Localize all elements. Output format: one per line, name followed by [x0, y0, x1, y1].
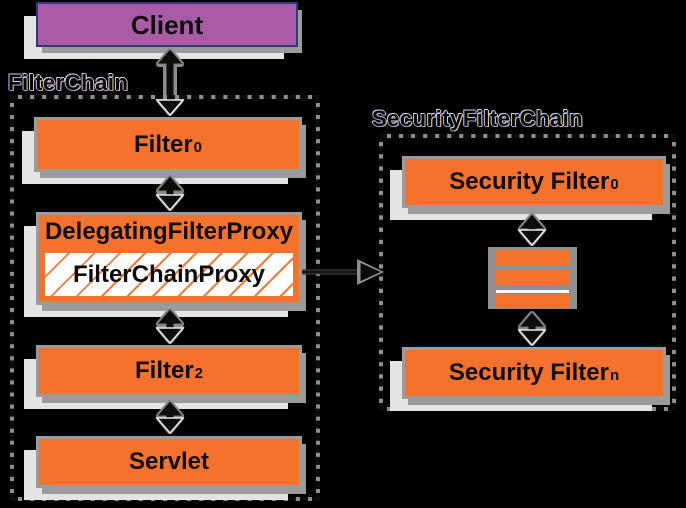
filter-chain-proxy-label: FilterChainProxy	[72, 260, 266, 288]
delegation-connector right-arrow-icon	[302, 259, 384, 285]
filter0-label: Filter	[133, 130, 193, 158]
filter2-label: Filter	[134, 357, 194, 384]
more-filters-stack stack-of-bars-icon	[488, 247, 577, 309]
delegating-filter-proxy-node: DelegatingFilterProxy FilterChainProxy	[36, 212, 302, 305]
servlet-label: Servlet	[128, 448, 210, 475]
client-node: Client	[36, 2, 298, 47]
filterchain-label: FilterChain	[8, 70, 129, 95]
servlet-node: Servlet	[36, 436, 302, 488]
stack-bar	[496, 290, 569, 308]
stack-sfn-arrow double-headed-arrow-icon	[515, 311, 549, 347]
security-filtern-label: Security Filter	[448, 359, 609, 386]
securityfilterchain-label: SecurityFilterChain	[372, 106, 584, 131]
security-filter0-label: Security Filter	[449, 168, 610, 195]
sf0-stack-arrow double-headed-arrow-icon	[515, 213, 549, 247]
filter2-servlet-arrow double-headed-arrow-icon	[153, 400, 187, 435]
stack-bar	[496, 250, 569, 265]
stack-bar	[496, 270, 569, 285]
client-label: Client	[130, 9, 204, 40]
filter-chain-proxy-node: FilterChainProxy	[45, 253, 293, 296]
dfp-filter2-arrow double-headed-arrow-icon	[153, 308, 187, 345]
filter0-dfp-arrow double-headed-arrow-icon	[153, 175, 187, 212]
client-filter0-arrow double-headed-arrow-icon	[153, 48, 187, 117]
filterchain-container	[10, 95, 320, 501]
delegating-filter-proxy-label: DelegatingFilterProxy	[44, 218, 294, 245]
